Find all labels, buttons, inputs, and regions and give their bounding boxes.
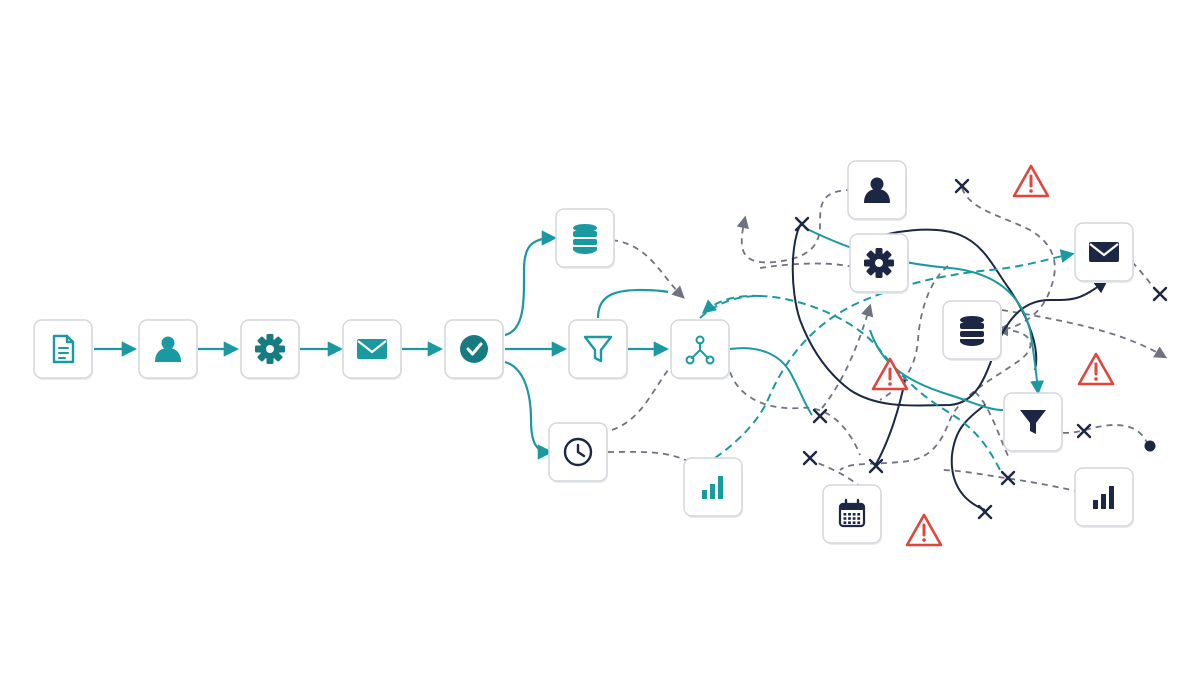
cross-icon: [1152, 286, 1168, 302]
node-document[interactable]: [33, 319, 93, 380]
node-mail[interactable]: [1074, 222, 1134, 283]
cross-icon: [1076, 423, 1092, 439]
mail-icon: [357, 339, 387, 359]
node-bar-chart[interactable]: [1074, 467, 1134, 528]
connector: [504, 230, 558, 337]
dead-ends-layer: [794, 178, 1168, 520]
warnings-layer: [871, 164, 1115, 547]
bar-chart-icon: [1093, 486, 1114, 509]
connector: [974, 391, 1011, 461]
warning-icon: [905, 513, 943, 547]
node-hub[interactable]: [670, 319, 730, 380]
connector: [821, 303, 874, 409]
node-filter[interactable]: [1003, 392, 1063, 453]
warning-icon: [871, 357, 909, 391]
node-filter[interactable]: [568, 319, 628, 380]
connector: [791, 221, 1109, 407]
connector: [611, 239, 685, 299]
connector: [1001, 309, 1168, 359]
node-gear[interactable]: [849, 233, 909, 294]
node-calendar[interactable]: [822, 484, 882, 545]
endpoint-dot: [1144, 440, 1156, 452]
filter-icon: [583, 335, 613, 363]
warning-icon: [1012, 164, 1050, 198]
bar-chart-icon: [702, 476, 723, 499]
node-check-circle[interactable]: [444, 319, 504, 380]
user-icon: [864, 177, 890, 203]
connector: [701, 294, 761, 314]
check-circle-icon: [460, 335, 488, 363]
connector: [950, 404, 986, 511]
node-mail[interactable]: [342, 319, 402, 380]
user-icon: [155, 336, 181, 362]
cross-icon: [802, 450, 818, 466]
database-icon: [960, 316, 984, 346]
mail-icon: [1089, 242, 1119, 262]
chaotic-dashed-teal: [699, 249, 1075, 471]
ordered-flow-connectors: [94, 230, 670, 460]
node-user[interactable]: [138, 319, 198, 380]
nodes-layer: [33, 160, 1134, 545]
connector: [879, 265, 949, 401]
connector: [859, 228, 1038, 371]
connector: [839, 329, 1032, 471]
connector: [939, 469, 1081, 493]
cross-icon: [794, 216, 810, 232]
node-database[interactable]: [555, 208, 615, 269]
connector: [504, 360, 554, 460]
document-icon: [52, 334, 75, 364]
connector: [811, 459, 863, 489]
hub-icon: [685, 335, 715, 365]
node-database[interactable]: [942, 300, 1002, 361]
connector: [714, 249, 1075, 459]
connector: [759, 262, 859, 269]
clock-icon: [563, 437, 593, 467]
node-gear[interactable]: [240, 319, 300, 380]
cross-icon: [954, 178, 970, 194]
gear-icon: [864, 248, 894, 278]
calendar-icon: [838, 498, 866, 528]
connector: [729, 371, 861, 456]
cross-icon: [812, 408, 828, 424]
node-clock[interactable]: [548, 422, 608, 483]
filter-icon: [1020, 410, 1046, 434]
node-bar-chart[interactable]: [683, 457, 743, 518]
node-user[interactable]: [847, 160, 907, 221]
database-icon: [573, 224, 597, 254]
gear-icon: [255, 334, 285, 364]
connector: [1057, 424, 1149, 446]
cross-icon: [977, 504, 993, 520]
cross-icon: [868, 458, 884, 474]
connector: [729, 347, 813, 416]
connector: [596, 288, 669, 319]
connector: [736, 189, 853, 264]
chaotic-solid-navy: [791, 221, 1109, 511]
connector: [607, 450, 691, 463]
cross-icon: [1000, 470, 1016, 486]
chaotic-dashed-gray: [607, 187, 1168, 493]
warning-icon: [1077, 352, 1115, 386]
